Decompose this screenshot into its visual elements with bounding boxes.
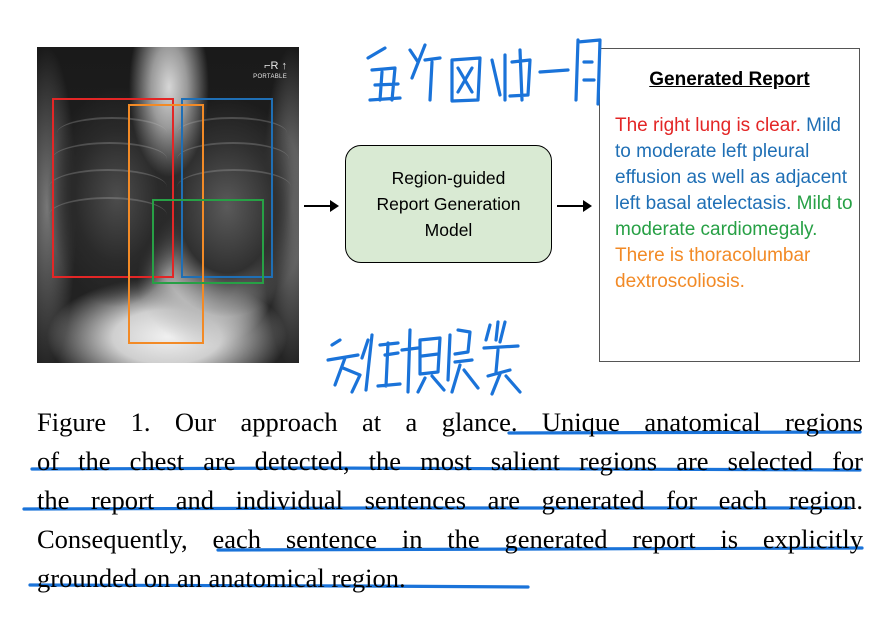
- top-handwriting: [368, 40, 600, 104]
- chest-xray-image: ⌐R ↑ PORTABLE: [37, 47, 299, 363]
- caption-line: Figure 1. Our approach at a glance. Uniq…: [37, 403, 863, 442]
- bottom-handwriting: [328, 322, 520, 394]
- caption-line: the report and individual sentences are …: [37, 481, 863, 520]
- figure-caption: Figure 1. Our approach at a glance. Uniq…: [37, 403, 863, 598]
- model-box: Region-guided Report Generation Model: [345, 145, 552, 263]
- region-box-green: [152, 199, 264, 284]
- model-label: Region-guided Report Generation Model: [377, 165, 521, 243]
- caption-line: Consequently, each sentence in the gener…: [37, 520, 863, 559]
- orientation-marker-icon: ⌐R ↑: [264, 60, 287, 72]
- caption-line: grounded on an anatomical region.: [37, 559, 863, 598]
- report-sentence-dextroscoliosis: There is thoracolumbar dextroscoliosis.: [615, 245, 810, 292]
- arrow-right-icon: [304, 205, 337, 207]
- generated-report-box: Generated Report The right lung is clear…: [599, 48, 860, 362]
- report-body: The right lung is clear. Mild to moderat…: [615, 113, 855, 295]
- report-sentence-right-lung: The right lung is clear.: [615, 115, 806, 136]
- report-title: Generated Report: [600, 69, 859, 91]
- caption-line: of the chest are detected, the most sali…: [37, 442, 863, 481]
- portable-label: PORTABLE: [253, 74, 287, 80]
- arrow-right-icon: [557, 205, 590, 207]
